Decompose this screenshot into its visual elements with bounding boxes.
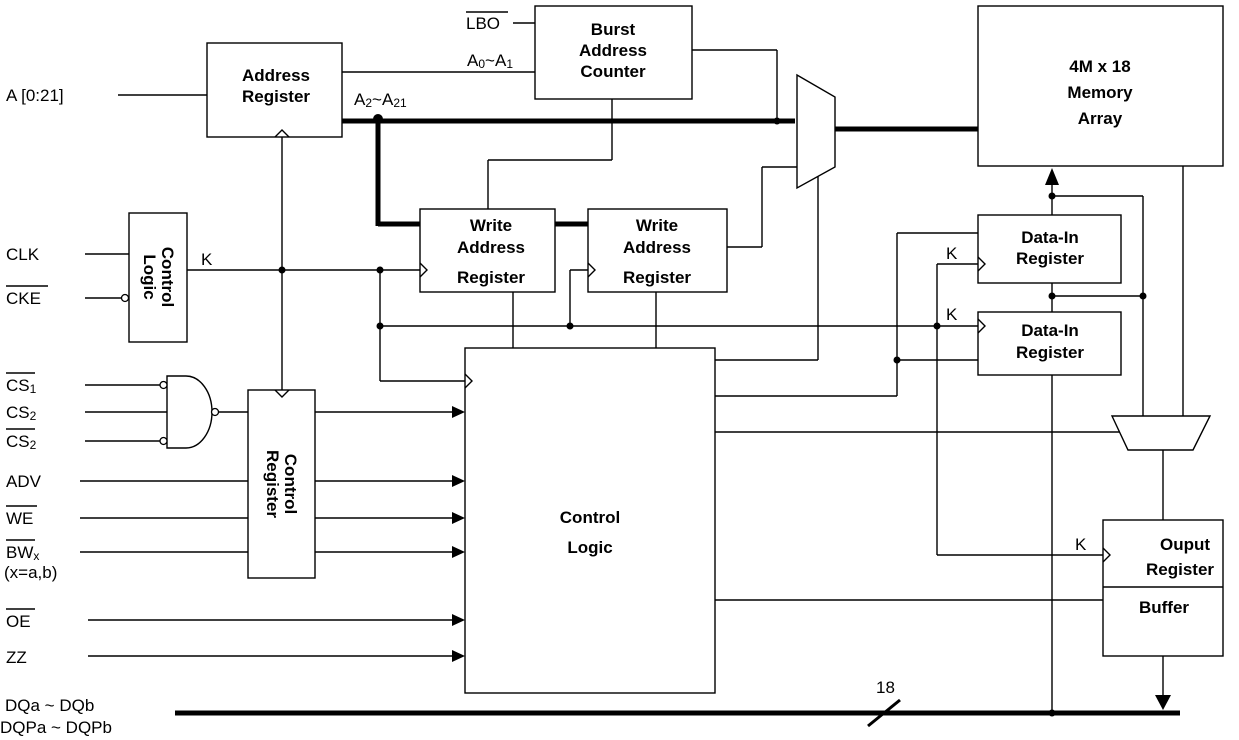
bw-note-label: (x=a,b) [4, 563, 57, 582]
data-bus [175, 698, 1180, 728]
svg-text:CS2: CS2 [6, 432, 37, 452]
burst-address-counter: Burst Address Counter [534, 5, 693, 100]
bus-width-label: 18 [876, 678, 895, 697]
clock-k-label: K [201, 250, 213, 269]
cke-label: CKE [6, 285, 48, 308]
svg-text:Control: Control [560, 508, 620, 527]
cke-inversion-bubble [120, 293, 130, 303]
svg-text:Address: Address [457, 238, 525, 257]
adv-label: ADV [6, 472, 42, 491]
zz-label: ZZ [6, 648, 27, 667]
data-in-register-1: Data-In Register [977, 214, 1122, 284]
svg-text:Address: Address [623, 238, 691, 257]
dqp-label: DQPa ~ DQPb [0, 718, 112, 737]
svg-text:Ouput: Ouput [1160, 535, 1210, 554]
k-output-label: K [1075, 535, 1087, 554]
cs1-label: CS1 [6, 372, 37, 396]
svg-text:Data-In: Data-In [1021, 321, 1079, 340]
memory-array: 4M x 18 Memory Array [977, 5, 1224, 167]
control-logic-main: Control Logic [464, 347, 716, 694]
lbo-label: LBO [466, 11, 508, 33]
svg-text:Address: Address [242, 66, 310, 85]
k-data-in-1-label: K [946, 244, 958, 263]
svg-text:Array: Array [1078, 109, 1123, 128]
svg-text:Counter: Counter [580, 62, 646, 81]
a2-a21-label: A2~A21 [354, 90, 407, 110]
svg-text:Write: Write [470, 216, 512, 235]
dq-label: DQa ~ DQb [5, 696, 94, 715]
svg-text:Register: Register [1016, 343, 1084, 362]
cs2-label: CS2 [6, 403, 37, 423]
we-label: WE [6, 505, 37, 528]
output-mux [1110, 415, 1212, 451]
clk-label: CLK [6, 245, 40, 264]
write-address-register-1: Write Address Register [419, 208, 556, 293]
address-mux [796, 73, 836, 190]
arrowheads [452, 168, 1171, 710]
svg-text:Burst: Burst [591, 20, 636, 39]
output-register: Ouput Register Buffer [1102, 519, 1224, 657]
data-in-register-2: Data-In Register [977, 311, 1122, 376]
a0-a1-label: A0~A1 [467, 51, 513, 71]
buffer-label: Buffer [1139, 598, 1189, 617]
chip-select-gate [159, 375, 220, 449]
svg-text:Register: Register [457, 268, 525, 287]
control-register: Control Register [247, 389, 316, 579]
wires [80, 22, 1184, 717]
address-bus [342, 114, 978, 227]
svg-text:LBO: LBO [466, 14, 500, 33]
svg-text:Register: Register [623, 268, 691, 287]
svg-text:Data-In: Data-In [1021, 228, 1079, 247]
svg-text:BWx: BWx [6, 543, 39, 563]
k-data-in-2-label: K [946, 305, 958, 324]
address-register: Address Register [206, 42, 343, 138]
svg-text:Control: Control [158, 247, 177, 307]
svg-text:Logic: Logic [567, 538, 612, 557]
svg-text:Memory: Memory [1067, 83, 1133, 102]
write-address-register-2: Write Address Register [587, 208, 728, 293]
svg-text:OE: OE [6, 612, 31, 631]
address-input-label: A [0:21] [6, 86, 64, 105]
svg-text:Address: Address [579, 41, 647, 60]
cs2-bar-label: CS2 [6, 428, 37, 452]
oe-label: OE [6, 608, 35, 631]
bw-label: BWx [6, 539, 39, 563]
svg-text:CS1: CS1 [6, 376, 37, 396]
svg-text:4M x 18: 4M x 18 [1069, 57, 1130, 76]
svg-text:Logic: Logic [140, 254, 159, 299]
svg-text:Control: Control [281, 454, 300, 514]
svg-text:Register: Register [1016, 249, 1084, 268]
svg-text:CKE: CKE [6, 289, 41, 308]
svg-text:Write: Write [636, 216, 678, 235]
svg-text:Register: Register [242, 87, 310, 106]
control-logic-small: Control Logic [128, 212, 188, 343]
svg-text:Register: Register [1146, 560, 1214, 579]
svg-text:Register: Register [263, 450, 282, 518]
svg-text:WE: WE [6, 509, 33, 528]
